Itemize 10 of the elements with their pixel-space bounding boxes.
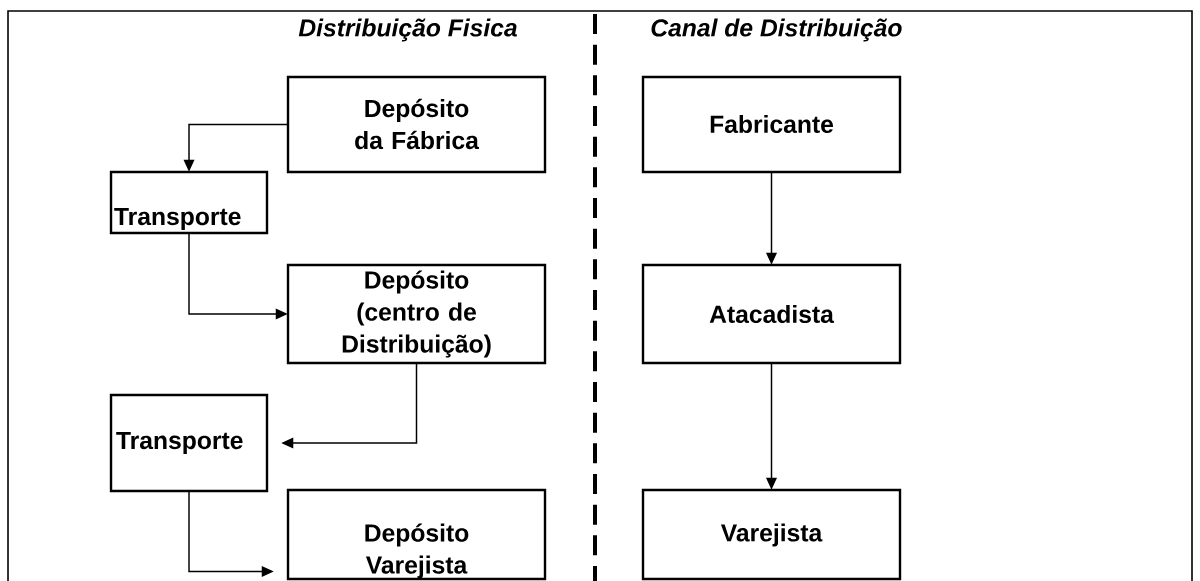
process-box: Varejista — [641, 488, 902, 581]
section-heading: Distribuição Fisica — [298, 18, 517, 42]
process-box: Depósito (centro de Distribuição) — [286, 263, 547, 365]
process-box: Atacadista — [641, 263, 902, 365]
process-box: Transporte — [109, 170, 269, 235]
process-box: Depósito Varejista — [286, 488, 547, 581]
process-box: Fabricante — [641, 75, 902, 174]
process-box: Transporte — [109, 393, 269, 493]
process-box: Depósito da Fábrica — [286, 75, 547, 174]
section-heading: Canal de Distribuição — [651, 18, 902, 42]
